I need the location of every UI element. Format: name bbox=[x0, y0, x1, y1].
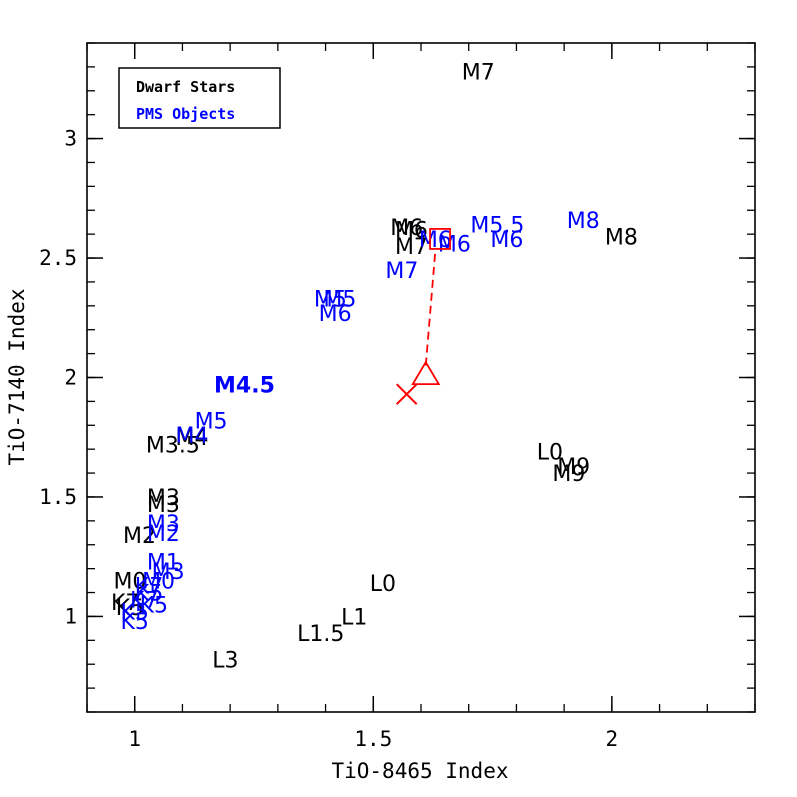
x-tick-label: 1.5 bbox=[354, 727, 392, 751]
point-label-dwarf-stars: M3.5 bbox=[146, 433, 200, 458]
y-tick-label: 1.5 bbox=[39, 485, 77, 509]
y-tick-label: 2 bbox=[64, 366, 77, 390]
point-label-dwarf-stars: M3 bbox=[147, 486, 180, 511]
point-label-dwarf-stars: M7 bbox=[395, 235, 428, 260]
point-label-pms-objects: M5 bbox=[195, 410, 228, 435]
point-label-dwarf-stars: L0 bbox=[537, 441, 563, 466]
legend: Dwarf Stars PMS Objects bbox=[118, 67, 281, 129]
point-label-dwarf-stars: L0 bbox=[370, 572, 396, 597]
point-label-dwarf-stars: L3 bbox=[212, 648, 238, 673]
point-label-pms-objects: M6 bbox=[490, 228, 523, 253]
x-tick-label: 2 bbox=[606, 727, 619, 751]
point-label-dwarf-stars: M7 bbox=[462, 61, 495, 86]
point-label-dwarf-stars: M9 bbox=[557, 455, 590, 480]
point-label-pms-objects: M5.5 bbox=[470, 214, 524, 239]
point-label-pms-objects: M1 bbox=[147, 550, 180, 575]
red-square-marker bbox=[429, 228, 451, 250]
point-label-pms-objects: M4 bbox=[175, 424, 208, 449]
point-label-dwarf-stars: L1 bbox=[341, 605, 367, 630]
point-label-pms-objects: M7 bbox=[385, 259, 418, 284]
red-cross-marker bbox=[395, 383, 418, 405]
point-label-pms-objects: M6 bbox=[319, 302, 352, 327]
dashed-connector-line bbox=[424, 250, 437, 366]
point-label-dwarf-stars: K7 bbox=[111, 591, 139, 616]
y-axis-title: TiO-7140 Index bbox=[5, 288, 29, 465]
red-triangle-marker bbox=[411, 360, 441, 386]
point-label-dwarf-stars: K5 bbox=[116, 596, 144, 621]
point-label-dwarf-stars: M2 bbox=[123, 524, 156, 549]
point-label-pms-objects: K5 bbox=[120, 610, 148, 635]
point-label-dwarf-stars: M3 bbox=[147, 493, 180, 518]
red-markers bbox=[395, 228, 451, 405]
point-label-pms-objects: K5 bbox=[120, 601, 148, 626]
point-label-dwarf-stars: M9 bbox=[552, 462, 585, 487]
y-tick-label: 2.5 bbox=[39, 246, 77, 270]
point-label-pms-objects: M5 bbox=[323, 288, 356, 313]
point-label-dwarf-stars: M8 bbox=[605, 226, 638, 251]
point-label-dwarf-stars: M0 bbox=[113, 570, 146, 595]
point-label-pms-objects: M6 bbox=[438, 233, 471, 258]
point-label-pms-objects: M5 bbox=[314, 288, 347, 313]
point-label-pms-objects: K7 bbox=[135, 574, 163, 599]
point-label-pms-objects: K5 bbox=[135, 582, 163, 607]
plot-frame bbox=[86, 42, 756, 713]
x-tick-label: 1 bbox=[128, 727, 141, 751]
point-label-pms-objects: M0 bbox=[142, 570, 175, 595]
red-cross-stroke bbox=[395, 383, 418, 405]
point-label-pms-objects: K7 bbox=[130, 589, 158, 614]
y-tick-label: 3 bbox=[64, 127, 77, 151]
point-label-dwarf-stars: M6 bbox=[395, 218, 428, 243]
point-label-pms-objects: K5 bbox=[140, 593, 168, 618]
x-axis-title: TiO-8465 Index bbox=[331, 759, 508, 783]
point-label-pms-objects: M2 bbox=[147, 522, 180, 547]
legend-entry-pms-objects: PMS Objects bbox=[136, 105, 235, 123]
y-tick-label: 1 bbox=[64, 604, 77, 628]
legend-entry-dwarf-stars: Dwarf Stars bbox=[136, 78, 235, 96]
point-label-dwarf-stars: L1.5 bbox=[297, 622, 344, 647]
plot-decorations: 1 1.5 2 1 1.5 2 2.5 3 bbox=[39, 42, 756, 751]
point-label-pms-objects: M3 bbox=[152, 560, 185, 585]
point-label-pms-objects: M3 bbox=[147, 512, 180, 537]
legend-box bbox=[118, 67, 281, 129]
point-label-dwarf-stars: M4 bbox=[175, 426, 208, 451]
point-label-pms-objects: M8 bbox=[567, 209, 600, 234]
point-label-dwarf-stars: M6 bbox=[390, 216, 423, 241]
point-label-pms-objects: M4.5 bbox=[214, 374, 275, 399]
